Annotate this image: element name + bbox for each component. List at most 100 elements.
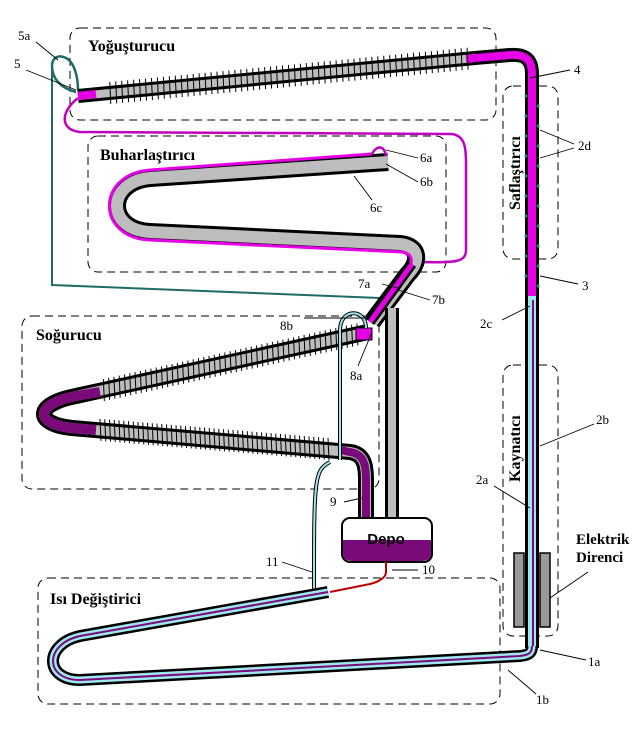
absorber-fin <box>166 365 169 388</box>
heater-label-line2: Direnci <box>576 550 623 566</box>
absorber-fin <box>139 370 142 393</box>
absorber-fin <box>123 374 126 397</box>
condenser-fin <box>240 69 243 92</box>
condenser-fin <box>174 75 177 98</box>
absorber-fin <box>237 430 240 453</box>
condenser-fin <box>323 61 326 84</box>
absorber-fin <box>104 419 107 442</box>
leader-3 <box>539 275 579 285</box>
absorber-fin <box>208 355 211 378</box>
absorber-fin <box>265 432 268 455</box>
absorber-fin <box>213 354 216 377</box>
absorber-fin <box>303 335 306 358</box>
rectifier-plate-dot <box>524 254 528 258</box>
callout-6c: 6c <box>370 200 383 215</box>
absorber-fin <box>308 333 311 356</box>
condenser-fin <box>264 67 267 90</box>
condenser-fin <box>365 57 368 80</box>
absorber-fin <box>280 433 282 457</box>
heater-label-line1: Elektrik <box>576 532 630 548</box>
absorber-fin <box>256 431 259 455</box>
condenser-fin <box>258 67 261 90</box>
absorber-fin <box>345 325 348 348</box>
leader-6b <box>385 163 419 183</box>
callout-6a: 6a <box>420 150 433 165</box>
absorber-fin <box>299 435 301 458</box>
absorber-fin <box>329 329 332 352</box>
callout-3: 3 <box>582 278 589 293</box>
condenser-fin <box>270 66 273 89</box>
rectifier-plate-dot <box>536 124 540 128</box>
depo-label: Depo <box>367 531 405 548</box>
condenser-fin <box>466 47 469 70</box>
rectifier-plate-dot <box>536 244 540 248</box>
callout-7b: 7b <box>432 292 445 307</box>
condenser-fin <box>210 72 213 95</box>
absorber-fin <box>271 341 274 365</box>
absorber-fin <box>109 419 111 442</box>
absorber-fin <box>242 430 244 453</box>
callout-1b: 1b <box>536 692 549 707</box>
absorber-fin <box>108 377 111 400</box>
heater-leader <box>549 571 589 599</box>
cyan-line-11-fill <box>313 461 331 591</box>
absorber-fin <box>313 436 316 459</box>
condenser-fin <box>317 61 320 85</box>
condenser-fin <box>168 76 171 99</box>
leader-2c <box>501 305 531 321</box>
absorber-fin <box>266 343 269 366</box>
absorber-fin <box>208 427 211 451</box>
condenser-fin <box>281 65 284 88</box>
evaporator-frame <box>87 135 447 273</box>
leader-6a <box>385 149 419 159</box>
absorber-fin <box>123 420 126 443</box>
condenser-fin <box>198 73 201 96</box>
absorber-fin <box>282 339 285 362</box>
leader-5a <box>35 41 59 61</box>
absorber-fin <box>227 429 230 452</box>
condenser-title: Yoğuşturucu <box>88 38 175 55</box>
absorber-fin <box>287 338 290 361</box>
rectifier-plate-dot <box>524 134 528 138</box>
absorber-fin <box>223 429 225 452</box>
absorber-fin <box>232 429 235 453</box>
condenser-fin <box>293 64 296 87</box>
condenser-fin <box>222 71 225 94</box>
absorber-fin <box>160 366 163 389</box>
rectifier-plate-dot <box>536 164 540 168</box>
absorber-fin <box>192 359 195 382</box>
absorber-fin <box>132 421 135 444</box>
condenser-fin <box>228 70 231 93</box>
teal-return-line <box>50 55 80 94</box>
absorber-fin <box>284 434 287 457</box>
absorber-fin <box>166 424 168 447</box>
heat-exchanger-coil <box>47 586 538 687</box>
callout-5: 5 <box>14 56 21 71</box>
callout-2b: 2b <box>596 412 609 427</box>
condenser-fin <box>424 51 427 74</box>
callout-11: 11 <box>266 554 279 569</box>
condenser-fin <box>442 50 445 73</box>
depo-tank <box>341 517 433 563</box>
leader-9 <box>343 497 363 503</box>
condenser-frame <box>69 27 497 121</box>
condenser-fin <box>436 50 439 73</box>
absorber-fin <box>250 346 253 369</box>
leader-2a <box>493 485 531 509</box>
rectifier-plate-dot <box>524 194 528 198</box>
absorber-fin <box>102 379 105 402</box>
absorber-fin <box>219 353 222 376</box>
absorber-fin <box>234 350 237 373</box>
absorber-fin <box>251 431 254 454</box>
magenta-liquid-line <box>63 97 468 264</box>
leader-8a <box>357 331 373 367</box>
absorber-fin <box>213 428 216 451</box>
absorber-fin <box>245 347 248 370</box>
absorber-fin <box>176 362 179 385</box>
absorber-fin <box>113 420 116 443</box>
absorber-fin <box>303 435 306 459</box>
rectifier-plate-dot <box>524 234 528 238</box>
rectifier-boiler-column <box>524 74 540 648</box>
callout-2c: 2c <box>480 316 493 331</box>
